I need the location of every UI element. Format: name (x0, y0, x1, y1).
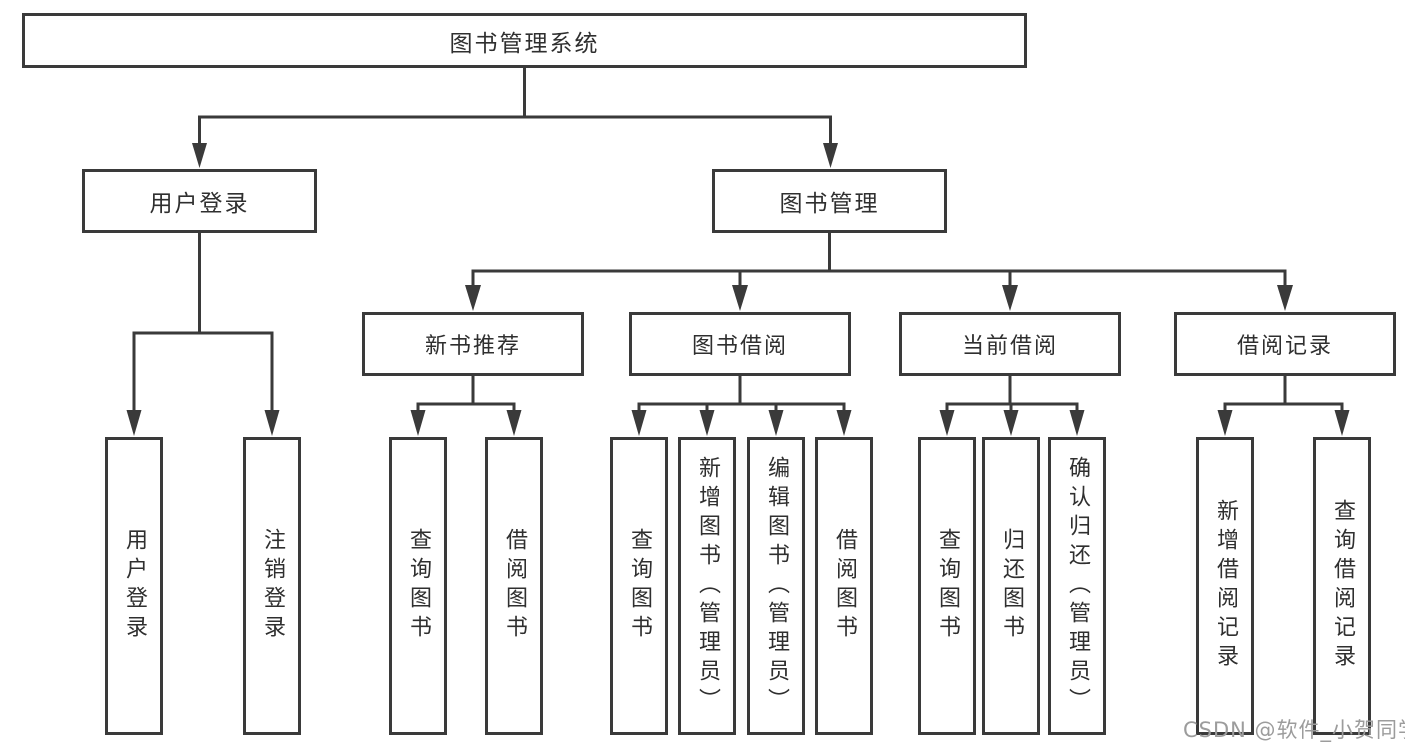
leaf-borrow-books: 借阅图书 (815, 437, 873, 735)
connector-userlogin-to-leaves (132, 233, 274, 412)
arrowhead-icon (1003, 410, 1019, 436)
leaf-label: 借阅图书 (502, 528, 527, 644)
node-user-login: 用户登录 (82, 169, 317, 233)
arrowhead-icon (192, 143, 207, 168)
arrowhead-icon (732, 285, 748, 311)
leaf-label: 用户登录 (122, 528, 147, 644)
node-book-borrow: 图书借阅 (629, 312, 851, 376)
arrowhead-icon (410, 410, 426, 436)
leaf-borrow-books-recommend: 借阅图书 (485, 437, 543, 735)
leaf-user-login: 用户登录 (105, 437, 163, 735)
leaf-label: 查询图书 (627, 528, 652, 644)
arrowhead-icon (1069, 410, 1085, 436)
node-borrow-records: 借阅记录 (1174, 312, 1396, 376)
watermark: CSDN @软件_小贺同学 (1183, 718, 1405, 742)
arrowhead-icon (1277, 285, 1293, 311)
leaf-label: 编辑图书（管理员） (764, 455, 789, 717)
connector-bookmgmt-to-level3 (471, 233, 1287, 288)
leaf-query-borrow-record: 查询借阅记录 (1313, 437, 1371, 735)
leaf-return-book: 归还图书 (982, 437, 1040, 735)
leaf-label: 注销登录 (260, 528, 285, 644)
leaf-label: 查询图书 (406, 528, 431, 644)
leaf-query-books-borrow: 查询图书 (610, 437, 668, 735)
arrowhead-icon (823, 143, 838, 168)
arrowhead-icon (1217, 410, 1233, 436)
node-new-book-recommend: 新书推荐 (362, 312, 584, 376)
arrowhead-icon (699, 410, 715, 436)
node-root-library-system: 图书管理系统 (22, 13, 1027, 68)
leaf-confirm-return-admin: 确认归还（管理员） (1048, 437, 1106, 735)
leaf-label: 新增借阅记录 (1213, 499, 1238, 673)
connector-borrow-to-leaves (637, 376, 846, 413)
arrowhead-icon (631, 410, 647, 436)
leaf-add-book-admin: 新增图书（管理员） (678, 437, 736, 735)
arrowhead-icon (836, 410, 852, 436)
leaf-add-borrow-record: 新增借阅记录 (1196, 437, 1254, 735)
leaf-query-books-current: 查询图书 (918, 437, 976, 735)
leaf-label: 确认归还（管理员） (1065, 455, 1090, 717)
leaf-label: 新增图书（管理员） (695, 455, 720, 717)
leaf-label: 查询图书 (935, 528, 960, 644)
arrowhead-icon (1334, 410, 1350, 436)
arrowhead-icon (506, 410, 522, 436)
connector-records-to-leaves (1223, 376, 1344, 413)
leaf-label: 借阅图书 (832, 528, 857, 644)
leaf-query-books-recommend: 查询图书 (389, 437, 447, 735)
leaf-label: 查询借阅记录 (1330, 499, 1355, 673)
arrowhead-icon (465, 285, 481, 311)
node-current-borrow: 当前借阅 (899, 312, 1121, 376)
connector-recommend-to-leaves (416, 376, 516, 413)
arrowhead-icon (768, 410, 784, 436)
leaf-label: 归还图书 (999, 528, 1024, 644)
leaf-edit-book-admin: 编辑图书（管理员） (747, 437, 805, 735)
leaf-logout: 注销登录 (243, 437, 301, 735)
connector-current-to-leaves (945, 376, 1079, 413)
connector-root-to-level2 (198, 68, 832, 146)
arrowhead-icon (939, 410, 955, 436)
node-book-management: 图书管理 (712, 169, 947, 233)
arrowhead-icon (1002, 285, 1018, 311)
arrowhead-icon (264, 410, 280, 436)
arrowhead-icon (126, 410, 142, 436)
